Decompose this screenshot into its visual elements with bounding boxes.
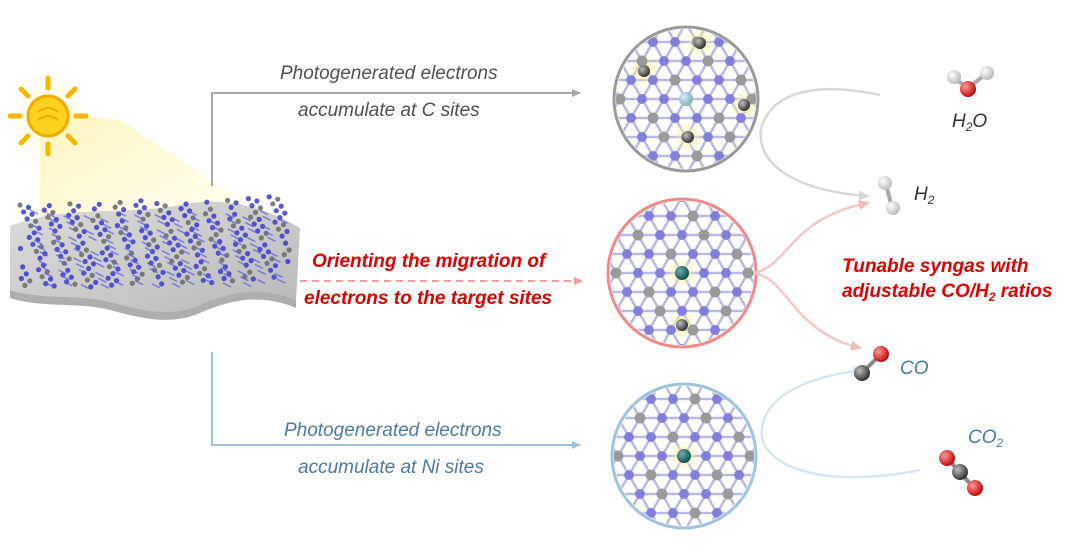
hydrogen-label-prefix: H [914, 184, 928, 205]
sun-icon [7, 75, 89, 157]
co2-to-co-curve [760, 366, 921, 479]
co-molecule-icon [854, 346, 889, 381]
co2-label: CO2 [968, 427, 1003, 450]
water-to-h2-curve [759, 87, 881, 201]
top-path-label-line2: accumulate at C sites [298, 100, 480, 121]
co-label: CO [900, 358, 929, 379]
target-site-lattice [606, 197, 758, 349]
ni-site-lattice [610, 382, 758, 530]
middle-path-label-line1: Orienting the migration of [312, 251, 546, 272]
syngas-note-line2: adjustable CO/H2 ratios [842, 281, 1052, 304]
hydrogen-molecule-icon [878, 176, 900, 215]
water-molecule-icon [947, 66, 994, 97]
bottom-path-arrow [211, 352, 581, 449]
water-label-sub: 2 [965, 120, 973, 134]
syngas-note-prefix: adjustable CO/H [842, 281, 989, 302]
to-co-curve [753, 271, 862, 351]
water-label: H2O [952, 111, 987, 134]
co2-molecule-icon [939, 450, 983, 496]
co2-label-sub: 2 [996, 436, 1004, 450]
co2-label-prefix: CO [968, 427, 997, 448]
c-site-lattice [612, 25, 760, 173]
syngas-note-suffix: ratios [995, 281, 1053, 302]
middle-path-label-line2: electrons to the target sites [304, 288, 553, 309]
carbon-nitride-sheet [10, 194, 300, 320]
bottom-path-label-line2: accumulate at Ni sites [298, 457, 484, 478]
top-path-label-line1: Photogenerated electrons [280, 63, 498, 84]
water-label-prefix: H [952, 111, 966, 132]
syngas-note-sub: 2 [988, 290, 996, 304]
to-h2-curve [753, 199, 870, 275]
syngas-note-line1: Tunable syngas with [842, 256, 1029, 277]
bottom-path-label-line1: Photogenerated electrons [284, 420, 502, 441]
water-label-suffix: O [972, 111, 988, 132]
hydrogen-label: H2 [914, 184, 934, 207]
hydrogen-label-sub: 2 [927, 193, 935, 207]
top-path-arrow [211, 89, 581, 186]
